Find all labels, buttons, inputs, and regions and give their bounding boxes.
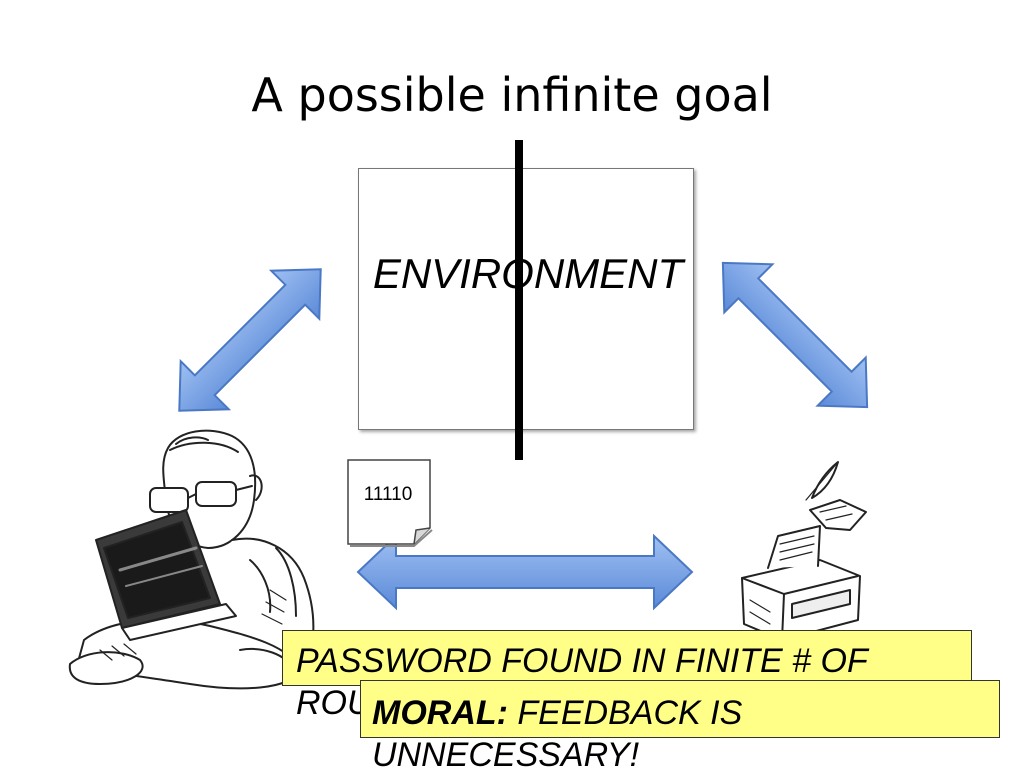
callout-text-password: PASSWORD FOUND IN FINITE # OF ROUNDS bbox=[296, 642, 868, 722]
callout-box-password bbox=[282, 630, 972, 686]
left-double-arrow bbox=[178, 268, 322, 412]
moral-label: MORAL: bbox=[372, 694, 508, 732]
right-double-arrow bbox=[721, 261, 869, 409]
bottom-double-arrow bbox=[356, 533, 694, 611]
slide-title: A possible infinite goal bbox=[251, 68, 773, 122]
moral-text: FEEDBACK IS UNNECESSARY! bbox=[372, 694, 743, 768]
divider-line bbox=[515, 140, 523, 460]
document-icon bbox=[347, 459, 433, 547]
printer-sketch bbox=[741, 461, 867, 641]
callout-box-moral bbox=[360, 680, 1000, 738]
person-with-laptop-sketch bbox=[68, 429, 315, 690]
environment-label: ENVIRONMENT bbox=[372, 250, 684, 297]
document-label: 11110 bbox=[363, 484, 413, 505]
environment-box bbox=[358, 168, 694, 430]
callout-text-moral: MORAL: FEEDBACK IS UNNECESSARY! bbox=[372, 692, 972, 768]
